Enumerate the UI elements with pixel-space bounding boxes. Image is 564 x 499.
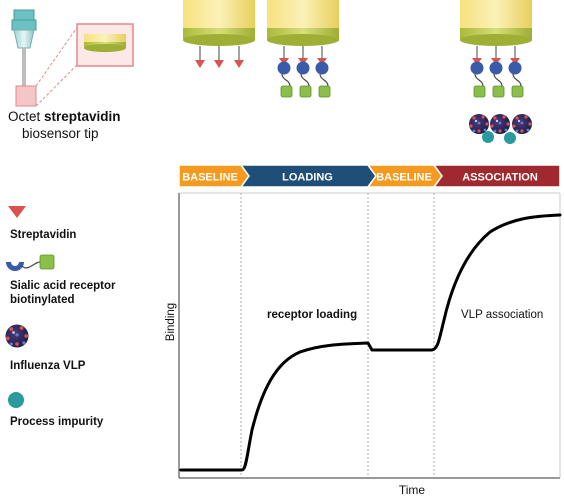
annotation-receptor-loading: receptor loading: [267, 309, 357, 321]
impurity-icon: [8, 392, 24, 408]
caption-line-1: Octet streptavidin: [8, 109, 121, 124]
phase-label: BASELINE: [376, 172, 432, 184]
legend-label: biotinylated: [10, 294, 75, 306]
phase-label: ASSOCIATION: [462, 172, 538, 184]
legend: Streptavidin Sialic acid receptor biotin…: [5, 206, 116, 428]
zoomed-tip-icon: [76, 23, 134, 67]
phase-bar: BASELINE LOADING BASELINE ASSOCIATION: [178, 164, 561, 188]
caption-line-2: biosensor tip: [22, 126, 99, 141]
phase-label: LOADING: [282, 172, 333, 184]
x-axis-label: Time: [399, 483, 426, 497]
legend-label: Sialic acid receptor: [10, 280, 116, 292]
legend-impurity: Process impurity: [8, 392, 104, 428]
zoom-lines: [35, 25, 79, 107]
legend-vlp: Influenza VLP: [5, 324, 86, 372]
streptavidin-triangle-icon: [8, 206, 26, 218]
tip-vlp-association-icon: [460, 0, 532, 144]
receptor-icon: [6, 254, 55, 271]
y-axis-label: Binding: [165, 303, 177, 341]
phase-segment: [432, 164, 561, 188]
binding-chart: receptor loading VLP association Binding…: [165, 192, 562, 497]
biosensor-syringe-icon: [11, 9, 37, 107]
legend-label: Influenza VLP: [10, 360, 86, 372]
tip-receptor-loaded-icon: [267, 0, 339, 98]
legend-label: Streptavidin: [10, 229, 76, 241]
tip-streptavidin-icon: [183, 0, 255, 69]
legend-label: Process impurity: [10, 416, 104, 428]
legend-streptavidin: Streptavidin: [8, 206, 76, 241]
phase-label: BASELINE: [182, 172, 238, 184]
legend-receptor: Sialic acid receptor biotinylated: [6, 254, 116, 306]
vlp-icon: [5, 324, 29, 348]
binding-curve: [179, 213, 562, 472]
annotation-vlp-association: VLP association: [461, 309, 543, 321]
